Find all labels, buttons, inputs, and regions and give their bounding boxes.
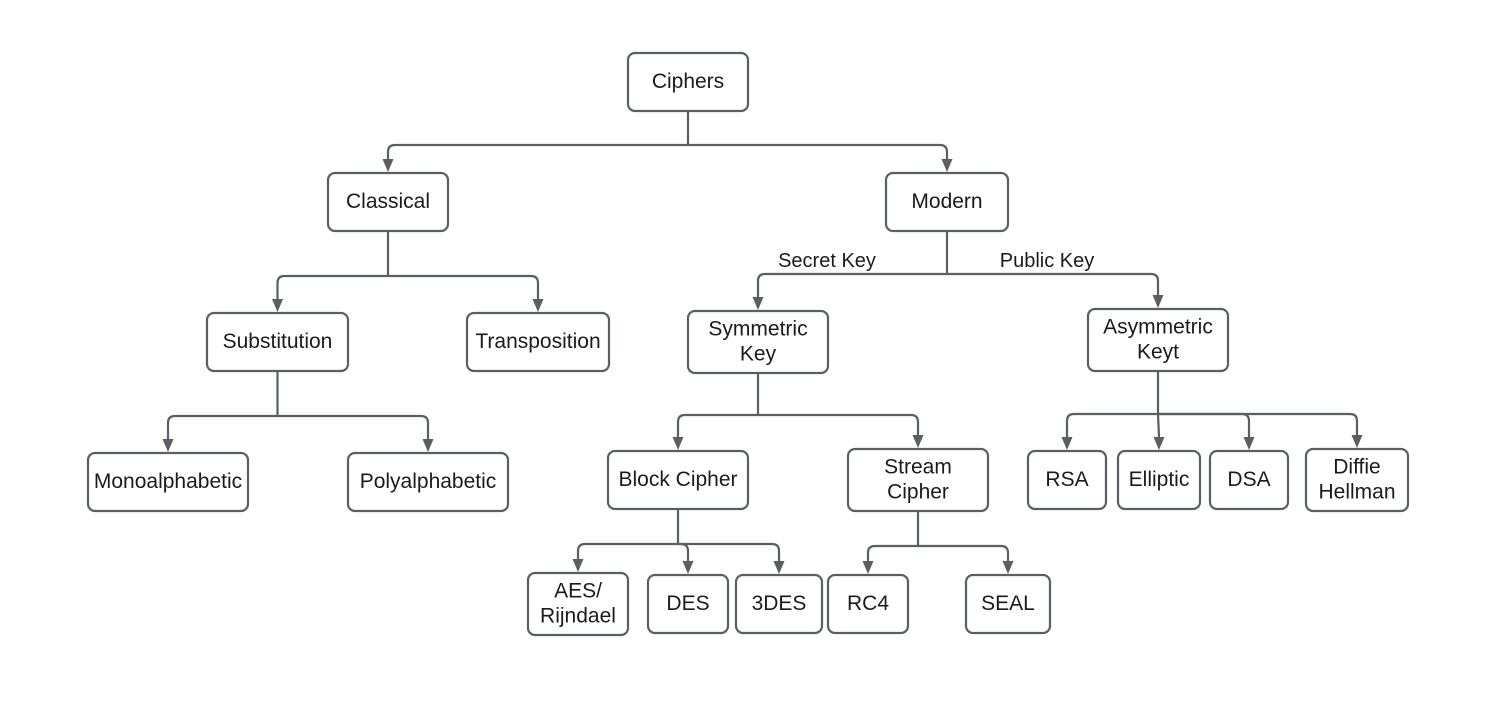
secret-key-label: Secret Key (778, 250, 876, 272)
node-box-block-cipher (606, 449, 750, 511)
node-3des[interactable]: 3DES (734, 573, 824, 635)
node-box-aes-rijndael (526, 571, 630, 637)
node-label-dsa: DSA (1227, 468, 1270, 491)
edge-modern-to-asymmetric-key (947, 272, 1164, 308)
node-box-asymmetric-key (1086, 307, 1230, 373)
node-label-monoalphabetic: Monoalphabetic (94, 470, 242, 493)
edge-label-layer: Secret Key Public Key (778, 250, 1094, 272)
node-label-des: DES (666, 592, 709, 615)
node-label-aes-rijndael: AES/Rijndael (540, 579, 616, 627)
node-label-elliptic: Elliptic (1129, 468, 1190, 491)
node-box-modern (884, 171, 1010, 233)
edge-symmetric-key-to-stream-cipher (758, 413, 924, 448)
node-block-cipher[interactable]: Block Cipher (606, 449, 750, 511)
edge-stream-cipher-to-rc4 (862, 544, 918, 574)
node-substitution[interactable]: Substitution (205, 311, 350, 373)
node-aes-rijndael[interactable]: AES/Rijndael (526, 571, 630, 637)
node-classical[interactable]: Classical (326, 171, 450, 233)
edge-ciphers-to-classical (382, 143, 688, 172)
node-label-rsa: RSA (1045, 468, 1088, 491)
node-box-elliptic (1116, 449, 1202, 511)
edge-stream-cipher-to-seal (918, 544, 1014, 574)
node-box-stream-cipher (846, 447, 990, 513)
edge-substitution-to-polyalphabetic (277, 414, 434, 452)
node-polyalphabetic[interactable]: Polyalphabetic (346, 451, 510, 513)
node-rsa[interactable]: RSA (1026, 449, 1108, 511)
node-label-modern: Modern (911, 190, 982, 213)
node-rc4[interactable]: RC4 (826, 573, 910, 635)
node-label-substitution: Substitution (223, 330, 333, 353)
node-box-ciphers (626, 51, 750, 113)
public-key-label: Public Key (1000, 250, 1095, 272)
node-box-seal (964, 573, 1052, 635)
edge-classical-to-substitution (272, 274, 388, 312)
edge-symmetric-key-to-block-cipher (672, 413, 758, 450)
edge-asymmetric-key-to-diffie-hellman (1158, 412, 1363, 448)
node-label-transposition: Transposition (475, 330, 600, 353)
edge-ciphers-to-modern (688, 143, 953, 172)
edge-block-cipher-to-3des (678, 542, 785, 574)
edge-block-cipher-to-aes-rijndael (572, 542, 678, 572)
edge-asymmetric-key-to-elliptic (1153, 413, 1165, 450)
edge-substitution-to-monoalphabetic (162, 414, 278, 452)
node-box-classical (326, 171, 450, 233)
edge-asymmetric-key-to-dsa (1158, 412, 1255, 450)
node-ciphers[interactable]: Ciphers (626, 51, 750, 113)
node-dsa[interactable]: DSA (1208, 449, 1290, 511)
node-box-rc4 (826, 573, 910, 635)
node-box-diffie-hellman (1304, 447, 1410, 513)
node-label-seal: SEAL (981, 592, 1035, 615)
node-box-3des (734, 573, 824, 635)
node-label-block-cipher: Block Cipher (618, 468, 737, 491)
node-box-rsa (1026, 449, 1108, 511)
node-box-polyalphabetic (346, 451, 510, 513)
node-transposition[interactable]: Transposition (465, 311, 611, 373)
edge-modern-to-symmetric-key (752, 272, 947, 310)
node-label-ciphers: Ciphers (652, 70, 724, 93)
node-label-classical: Classical (346, 190, 430, 213)
node-modern[interactable]: Modern (884, 171, 1010, 233)
node-elliptic[interactable]: Elliptic (1116, 449, 1202, 511)
edge-classical-to-transposition (388, 274, 544, 312)
node-box-substitution (205, 311, 350, 373)
node-box-des (646, 573, 730, 635)
node-box-transposition (465, 311, 611, 373)
node-box-monoalphabetic (86, 451, 250, 513)
edge-layer (162, 111, 1363, 574)
node-label-rc4: RC4 (847, 592, 889, 615)
node-seal[interactable]: SEAL (964, 573, 1052, 635)
node-box-dsa (1208, 449, 1290, 511)
node-des[interactable]: DES (646, 573, 730, 635)
edge-block-cipher-to-des (678, 542, 694, 574)
node-monoalphabetic[interactable]: Monoalphabetic (86, 451, 250, 513)
node-label-3des: 3DES (752, 592, 807, 615)
edge-asymmetric-key-to-rsa (1061, 412, 1158, 450)
node-label-polyalphabetic: Polyalphabetic (360, 470, 497, 493)
node-box-symmetric-key (686, 309, 830, 375)
